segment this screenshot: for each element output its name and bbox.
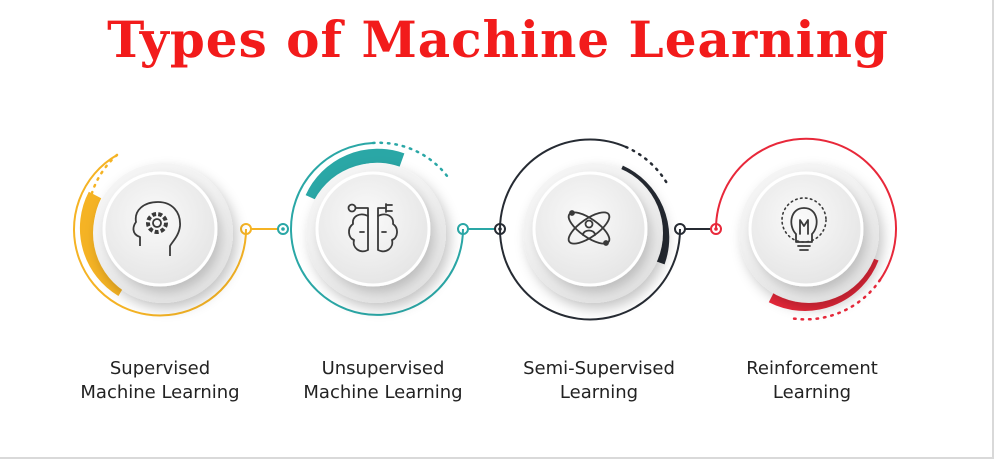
- gear-head-icon: [132, 201, 181, 256]
- page-title: Types of Machine Learning: [107, 10, 889, 69]
- atom-person-icon: [567, 210, 611, 246]
- label-line: Supervised: [109, 358, 211, 379]
- brain-plug-icon: [347, 203, 398, 253]
- label-line: Machine Learning: [80, 382, 240, 403]
- lightbulb-icon: [781, 197, 827, 251]
- connector-1-2: [240, 223, 289, 235]
- dotted-arc: [788, 278, 882, 321]
- label-supervised: Supervised Machine Learning: [40, 357, 280, 405]
- node-reinforcement: [714, 137, 897, 321]
- label-line: Reinforcement: [746, 358, 878, 379]
- accent-arc: [305, 148, 405, 202]
- label-line: Unsupervised: [321, 358, 445, 379]
- outer-ring: [73, 154, 248, 317]
- label-line: Learning: [772, 382, 852, 403]
- label-line: Machine Learning: [303, 382, 463, 403]
- dotted-arc: [624, 145, 670, 187]
- label-line: Learning: [559, 382, 639, 403]
- node-unsupervised: [290, 141, 464, 316]
- node-supervised: [73, 153, 248, 317]
- connector-3-4: [674, 223, 722, 235]
- outer-ring: [714, 137, 897, 281]
- accent-arc: [79, 191, 126, 297]
- outer-ring: [499, 138, 682, 321]
- label-reinforcement: Reinforcement Learning: [692, 357, 932, 405]
- label-semi-supervised: Semi-Supervised Learning: [479, 357, 719, 405]
- label-unsupervised: Unsupervised Machine Learning: [263, 357, 503, 405]
- label-line: Semi-Supervised: [523, 358, 675, 379]
- dotted-arc: [371, 141, 452, 182]
- node-semi-supervised: [499, 138, 682, 321]
- connector-2-3: [457, 223, 506, 235]
- outer-ring: [290, 142, 464, 316]
